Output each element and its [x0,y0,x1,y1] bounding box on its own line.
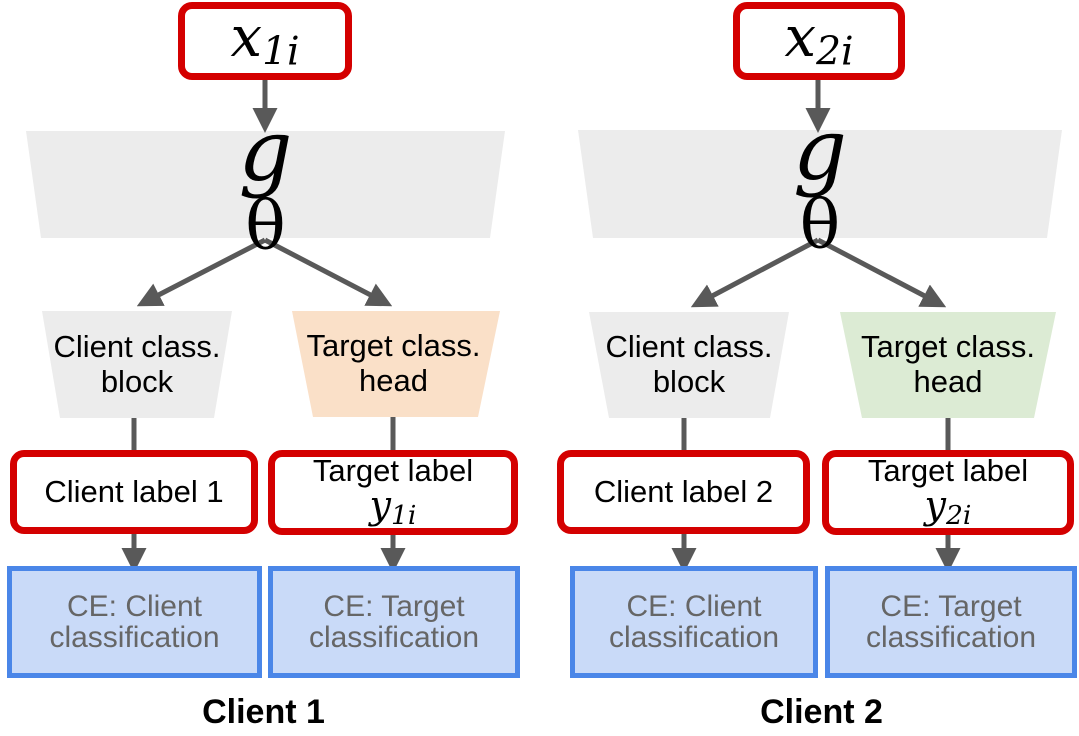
client-label-text-client-2: Client label 2 [593,473,774,509]
loss-box-target-class-client-1[interactable]: CE: Target classification [268,566,520,678]
target-head-line2-client-1: head [359,363,428,398]
client-label-box-client-2[interactable]: Client label 2 [557,450,810,534]
client-block-line2-client-1: block [100,363,174,399]
loss-line1-target-class-client-2: CE: Target [880,589,1022,623]
loss-box-client-class-client-1[interactable]: CE: Client classification [7,566,262,678]
caption-client-1: Client 1 [202,693,325,731]
target-head-line1-client-2: Target class. [860,329,1035,365]
loss-line1-target-class-client-1: CE: Target [323,589,465,623]
target-head-trapezoid-client-2 [840,312,1056,418]
input-box-client-2[interactable]: x2i [733,2,905,80]
client-block-trapezoid-client-1 [42,311,232,418]
input-box-client-1[interactable]: x1i [178,2,352,80]
client-block-trapezoid-client-2 [589,312,789,418]
target-head-label-client-1: Target class. head [282,311,505,417]
target-label-line1-client-1: Target label [312,453,474,489]
target-label-box-client-2[interactable]: Target label y2i [822,450,1074,535]
caption-client-2: Client 2 [760,693,883,731]
target-head-line2-client-2: head [913,364,983,399]
arrow-encoder-to-target-head-client-2 [816,237,947,308]
loss-box-target-class-client-2[interactable]: CE: Target classification [825,566,1077,678]
loss-line2-client-class-client-2: classification [608,621,780,654]
loss-line1-client-class-client-1: CE: Client [66,589,203,623]
client-label-text-client-1: Client label 1 [44,473,224,509]
loss-box-client-class-client-2[interactable]: CE: Client classification [570,566,818,678]
target-label-line1-client-2: Target label [867,453,1029,489]
loss-line2-client-class-client-1: classification [49,621,220,654]
input-math-client-2: x2i [784,5,854,75]
client-block-line2-client-2: block [652,364,726,399]
client-block-label-client-2: Client class. block [578,312,800,418]
arrow-encoder-to-client-block-client-2 [690,237,820,308]
target-label-math-client-1: y1i [369,482,417,531]
target-label-box-client-1[interactable]: Target label y1i [268,450,518,535]
target-head-trapezoid-client-1 [292,311,500,417]
arrow-encoder-to-client-block-client-1 [136,237,267,307]
client-label-box-client-1[interactable]: Client label 1 [10,450,258,534]
input-math-client-1: x1i [230,5,300,75]
client-block-line1-client-1: Client class. [53,328,221,364]
target-head-line1-client-1: Target class. [306,328,481,364]
target-head-label-client-2: Target class. head [838,312,1058,418]
loss-line2-target-class-client-1: classification [308,621,480,654]
loss-line2-target-class-client-2: classification [865,621,1037,654]
encoder-trapezoid-client-2 [578,130,1062,238]
loss-line1-client-class-client-2: CE: Client [626,589,762,623]
encoder-trapezoid-client-1 [26,131,505,238]
client-block-line1-client-2: Client class. [605,329,773,365]
client-block-label-client-1: Client class. block [28,311,246,418]
target-label-math-client-2: y2i [924,482,972,531]
arrow-encoder-to-target-head-client-1 [263,237,393,307]
